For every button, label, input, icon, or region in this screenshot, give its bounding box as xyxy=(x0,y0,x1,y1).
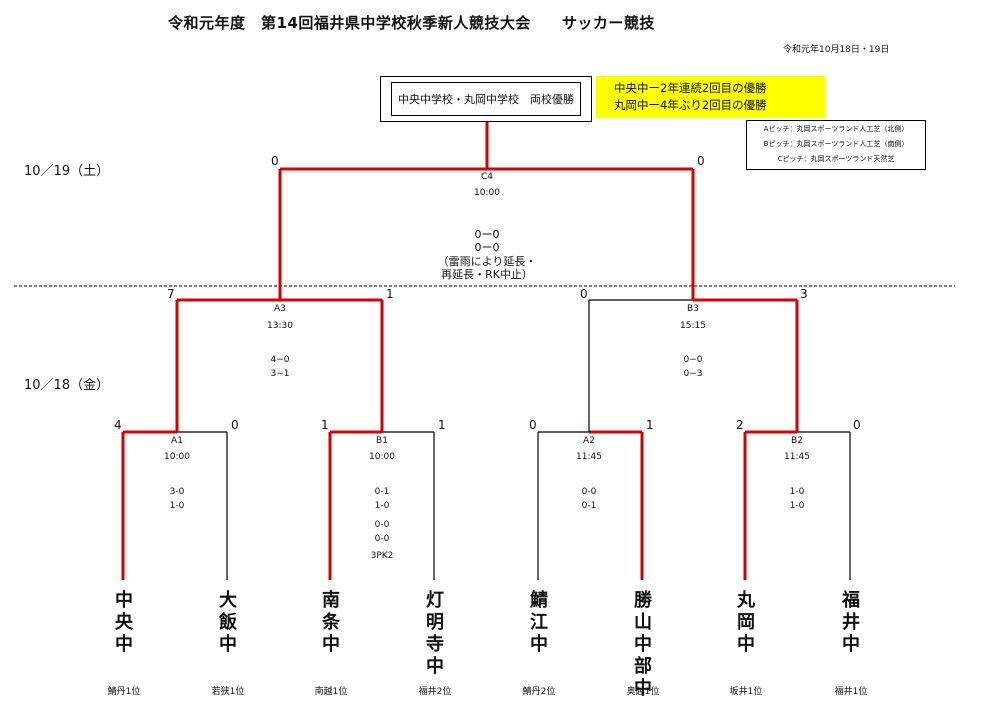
b2-half1: 1-0 xyxy=(789,487,805,497)
champion-text: 中央中学校・丸岡中学校 両校優勝 xyxy=(391,82,581,116)
a1-code: A1 xyxy=(171,436,183,446)
final-note1: （雷雨により延長・ xyxy=(437,255,537,268)
a1-half2: 1-0 xyxy=(169,501,185,511)
rank-6: 坂井1位 xyxy=(729,687,763,697)
team-1: 大飯中 xyxy=(219,590,237,655)
final-score-right: 0 xyxy=(697,154,705,168)
rank-1: 若狭1位 xyxy=(211,687,245,697)
event-dates: 令和元年10月18日・19日 xyxy=(783,45,890,55)
b3-score-left: 0 xyxy=(580,287,588,301)
b1-pk: 3PK2 xyxy=(370,551,394,561)
final-code: C4 xyxy=(480,172,494,182)
b2-time: 11:45 xyxy=(784,452,810,462)
a3-time: 13:30 xyxy=(267,321,293,331)
a3-score-left: 7 xyxy=(167,287,175,301)
pitch-legend: Aピッチ：丸岡スポーツランド人工芝（北側） Bピッチ：丸岡スポーツランド人工芝（… xyxy=(746,120,926,170)
day-label-18: 10／18（金） xyxy=(24,378,110,393)
b1-half1: 0-1 xyxy=(374,487,390,497)
team-6: 丸岡中 xyxy=(737,590,755,655)
champion-note-line2: 丸岡中ー4年ぶり2回目の優勝 xyxy=(614,98,767,112)
rank-2: 南越1位 xyxy=(314,687,348,697)
day-label-19: 10／19（土） xyxy=(24,164,110,179)
final-detail1: 0ー0 xyxy=(474,228,500,241)
a3-code: A3 xyxy=(274,304,286,314)
a3-half2: 3−1 xyxy=(270,369,290,379)
b2-half2: 1-0 xyxy=(789,501,805,511)
b2-score-left: 2 xyxy=(736,418,744,432)
final-time: 10:00 xyxy=(474,188,500,198)
a3-score-right: 1 xyxy=(386,287,394,301)
rank-0: 鯖丹1位 xyxy=(107,687,141,697)
team-4: 鯖江中 xyxy=(530,590,548,655)
a2-half1: 0-0 xyxy=(581,487,597,497)
b3-score-right: 3 xyxy=(800,287,808,301)
a1-score-right: 0 xyxy=(231,418,239,432)
a2-score-right: 1 xyxy=(646,418,654,432)
final-note2: 再延長・RK中止） xyxy=(441,268,533,281)
a2-half2: 0-1 xyxy=(581,501,597,511)
team-7: 福井中 xyxy=(842,590,860,655)
page-title: 令和元年度 第14回福井県中学校秋季新人競技大会 サッカー競技 xyxy=(168,14,655,32)
b1-extra2: 0-0 xyxy=(374,534,390,544)
a1-score-left: 4 xyxy=(114,418,122,432)
b1-score-right: 1 xyxy=(438,418,446,432)
a1-half1: 3-0 xyxy=(169,487,185,497)
b1-half2: 1-0 xyxy=(374,501,390,511)
b2-score-right: 0 xyxy=(853,418,861,432)
b1-score-left: 1 xyxy=(321,418,329,432)
b3-half1: 0−0 xyxy=(683,355,703,365)
b1-code: B1 xyxy=(376,436,388,446)
a2-time: 11:45 xyxy=(576,452,602,462)
b3-time: 15:15 xyxy=(680,321,706,331)
final-detail2: 0ー0 xyxy=(474,241,500,254)
pitch-c: Cピッチ：丸岡スポーツランド天然芝 xyxy=(777,155,895,163)
final-score-left: 0 xyxy=(271,154,279,168)
pitch-a: Aピッチ：丸岡スポーツランド人工芝（北側） xyxy=(763,125,909,133)
b2-code: B2 xyxy=(791,436,803,446)
team-2: 南条中 xyxy=(322,590,340,655)
a2-code: A2 xyxy=(583,436,595,446)
a2-score-left: 0 xyxy=(529,418,537,432)
champion-note-line1: 中央中ー2年連続2回目の優勝 xyxy=(614,81,767,95)
team-5: 勝山中部中 xyxy=(634,590,652,699)
champion-box: 中央中学校・丸岡中学校 両校優勝 xyxy=(380,76,592,122)
b1-extra1: 0-0 xyxy=(374,520,390,530)
b3-half2: 0−3 xyxy=(683,369,703,379)
a1-time: 10:00 xyxy=(164,452,190,462)
rank-4: 鯖丹2位 xyxy=(522,687,556,697)
champion-note: 中央中ー2年連続2回目の優勝 丸岡中ー4年ぶり2回目の優勝 xyxy=(596,76,826,118)
rank-3: 福井2位 xyxy=(418,687,452,697)
rank-7: 福井1位 xyxy=(834,687,868,697)
b1-time: 10:00 xyxy=(369,452,395,462)
team-3: 灯明寺中 xyxy=(426,590,444,677)
team-0: 中央中 xyxy=(115,590,133,655)
b3-code: B3 xyxy=(687,304,699,314)
rank-5: 奥越1位 xyxy=(626,687,660,697)
pitch-b: Bピッチ：丸岡スポーツランド人工芝（南側） xyxy=(763,140,909,148)
a3-half1: 4−0 xyxy=(270,355,290,365)
